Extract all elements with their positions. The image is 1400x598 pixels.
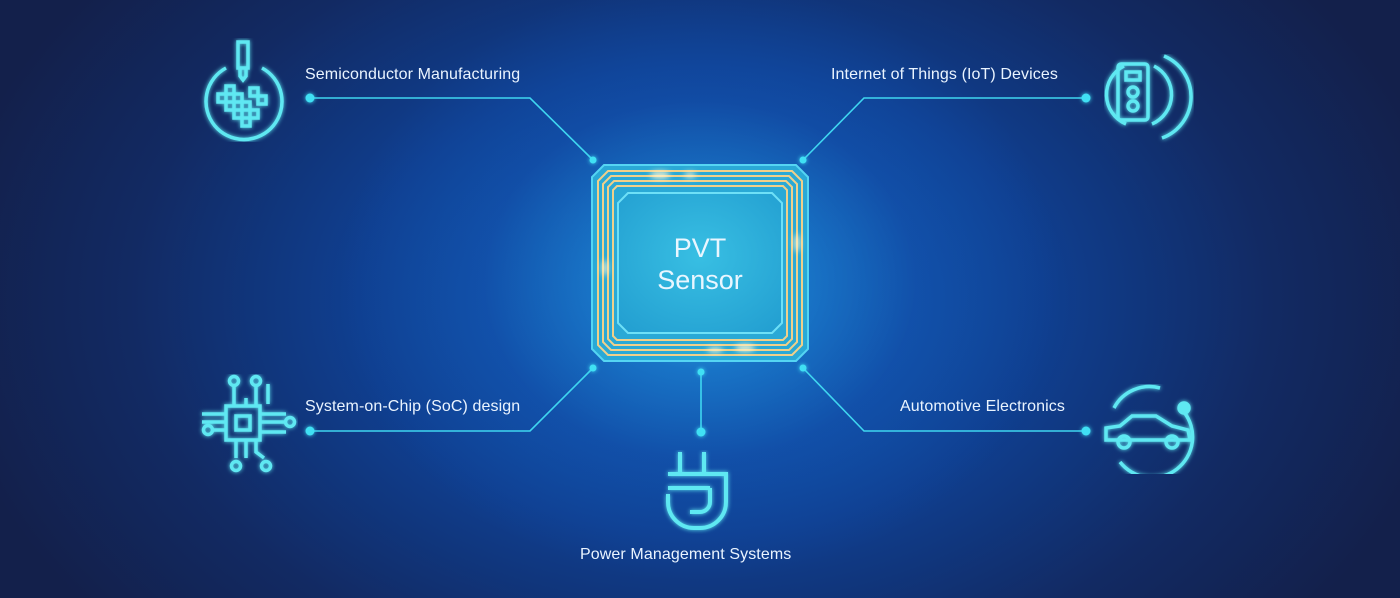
endpoint-dot [305, 93, 315, 103]
endpoint-dot [1081, 93, 1091, 103]
chip-pin-dot [589, 364, 597, 372]
label-iot-devices: Internet of Things (IoT) Devices [831, 66, 1058, 83]
chip-title-line2: Sensor [657, 265, 743, 295]
endpoint-dot [696, 427, 706, 437]
iot-device-signal-icon [1104, 54, 1193, 140]
label-semiconductor-manufacturing: Semiconductor Manufacturing [305, 66, 521, 83]
connector-automotive [802, 367, 1086, 432]
chip-pin-dot [697, 368, 705, 376]
connector-semiconductor [310, 97, 594, 161]
label-power-management: Power Management Systems [580, 546, 792, 563]
microchip-icon [201, 374, 297, 473]
endpoint-dot [1081, 426, 1091, 436]
nozzle-circuit-icon [204, 40, 284, 142]
car-icon [1104, 384, 1195, 474]
chip-pin-dot [589, 156, 597, 164]
chip-pin-dot [799, 156, 807, 164]
label-automotive-electronics: Automotive Electronics [900, 398, 1065, 415]
power-plug-icon [666, 452, 728, 530]
chip-title: PVT Sensor [590, 232, 810, 296]
pvt-sensor-chip [591, 164, 809, 362]
label-soc-design: System-on-Chip (SoC) design [305, 398, 521, 415]
connector-iot [802, 97, 1086, 161]
connector-soc [310, 367, 594, 432]
endpoint-dot [305, 426, 315, 436]
chip-title-line1: PVT [673, 233, 727, 263]
chip-pin-dot [799, 364, 807, 372]
